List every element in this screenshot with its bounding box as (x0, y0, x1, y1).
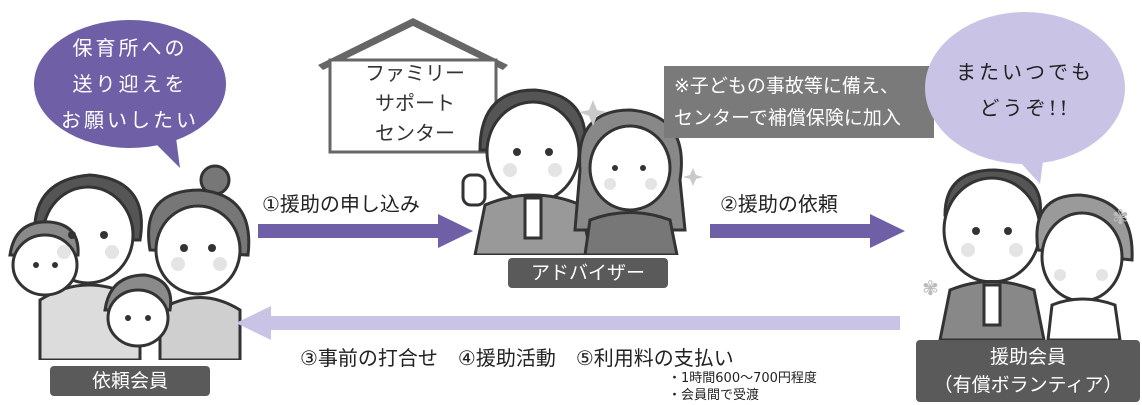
helper-speech-bubble (925, 12, 1125, 184)
adviser-label: アドバイザー (508, 258, 668, 288)
flower-decoration-icon: ✾ (1112, 205, 1129, 229)
house-line-1: ファミリー (365, 61, 465, 85)
insurance-note-line-2: センターで補償保険に加入 (674, 107, 901, 129)
fee-notes: ・1時間600～700円程度 ・会員間で受渡 (668, 370, 817, 404)
requester-bubble-line-2: 送り迎えを (72, 72, 188, 96)
requester-label: 依頼会員 (50, 366, 210, 396)
requester-speech-bubble (34, 20, 226, 168)
family-illustration (8, 164, 251, 360)
fee-note-1: ・1時間600～700円程度 (668, 371, 817, 386)
step1-label: ①援助の申し込み (262, 192, 420, 216)
requester-bubble-line-3: お願いしたい (61, 108, 199, 132)
arrow-request (710, 214, 905, 248)
steps-345-label: ③事前の打合せ ④援助活動 ⑤利用料の支払い (300, 346, 734, 370)
helper-couple-illustration (938, 168, 1134, 340)
arrow-activity (236, 306, 900, 340)
house-line-2: サポート (375, 91, 455, 115)
arrow-application (258, 214, 473, 248)
helper-label: 援助会員 （有償ボランティア） (916, 340, 1140, 402)
helper-bubble-line-2: どうぞ!! (979, 96, 1071, 120)
flower-decoration-icon: ✾ (922, 276, 939, 300)
helper-label-line-1: 援助会員 (989, 346, 1066, 368)
family-support-center-label: ファミリー サポート センター (330, 58, 500, 148)
insurance-note: ※子どもの事故等に備え、 センターで補償保険に加入 (664, 66, 934, 138)
requester-bubble-text: 保育所への 送り迎えを お願いしたい (35, 30, 225, 138)
insurance-note-line-1: ※子どもの事故等に備え、 (674, 75, 899, 97)
requester-bubble-line-1: 保育所への (72, 36, 188, 60)
step2-label: ②援助の依頼 (720, 192, 838, 216)
fee-note-2: ・会員間で受渡 (668, 388, 760, 403)
helper-bubble-text: またいつでも どうぞ!! (925, 54, 1125, 126)
house-line-3: センター (375, 121, 455, 145)
helper-label-line-2: （有償ボランティア） (933, 374, 1123, 396)
adviser-illustration (461, 88, 703, 255)
helper-bubble-line-1: またいつでも (956, 60, 1094, 84)
